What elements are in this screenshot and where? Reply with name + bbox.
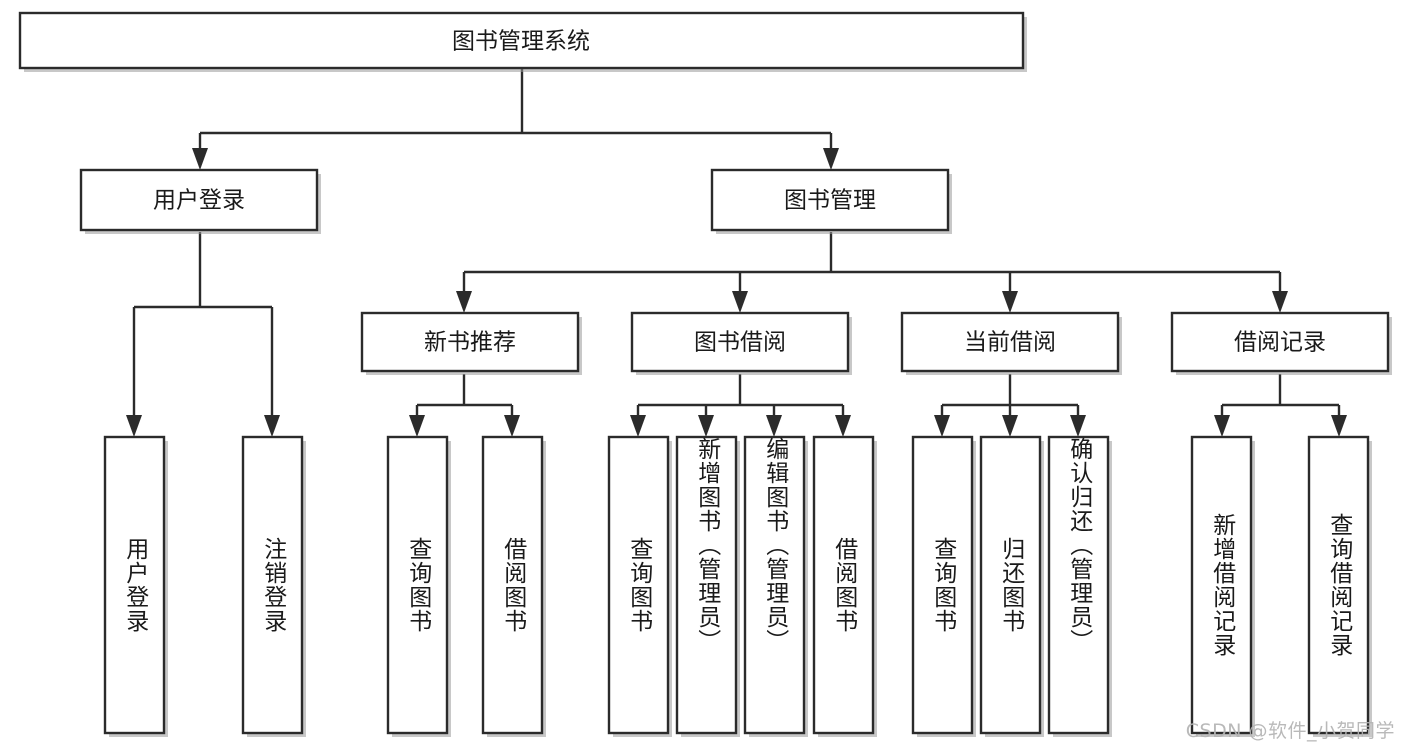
node-book-borrow-label: 图书借阅 bbox=[694, 330, 786, 356]
connector-group-root-to-level2 bbox=[192, 68, 839, 170]
node-new-book-rec-label: 新书推荐 bbox=[424, 330, 516, 356]
arrow-head-leaf-7 bbox=[766, 415, 782, 437]
arrow-head-leaf-4 bbox=[504, 415, 520, 437]
node-new-book-rec[interactable]: 新书推荐 bbox=[360, 311, 582, 375]
node-book-mgmt[interactable]: 图书管理 bbox=[710, 168, 952, 234]
arrow-head-current-borrow bbox=[1002, 291, 1018, 313]
connector-group-borrowrecord-to-leaves bbox=[1214, 374, 1347, 437]
node-user-login[interactable]: 用户登录 bbox=[79, 168, 321, 234]
node-borrow-record-box[interactable] bbox=[1170, 311, 1390, 373]
connector-group-newbookrec-to-leaves bbox=[409, 374, 520, 437]
node-user-login-box[interactable] bbox=[79, 168, 319, 232]
arrow-head-borrow-record bbox=[1272, 291, 1288, 313]
arrow-head-book-borrow bbox=[732, 291, 748, 313]
node-user-login-label: 用户登录 bbox=[153, 188, 245, 214]
leaf-7-box[interactable] bbox=[743, 435, 806, 735]
arrow-head-leaf-8 bbox=[835, 415, 851, 437]
node-book-borrow[interactable]: 图书借阅 bbox=[630, 311, 852, 375]
connector-group-user-login-to-leaves bbox=[126, 232, 280, 437]
connector-group-bookborrow-to-leaves bbox=[630, 374, 851, 437]
leaf-4-box[interactable] bbox=[481, 435, 544, 735]
node-borrow-record[interactable]: 借阅记录 bbox=[1170, 311, 1392, 375]
node-root-box[interactable] bbox=[18, 11, 1025, 70]
arrow-head-book-mgmt bbox=[823, 148, 839, 170]
connector-group-bookmgmt-to-level3 bbox=[456, 232, 1288, 313]
csdn-watermark: CSDN @软件_小贺同学 bbox=[1185, 720, 1395, 742]
arrow-head-leaf-1 bbox=[126, 415, 142, 437]
leaf-boxes bbox=[103, 435, 1372, 737]
node-root-label: 图书管理系统 bbox=[452, 29, 590, 55]
node-current-borrow[interactable]: 当前借阅 bbox=[900, 311, 1122, 375]
arrow-head-leaf-10 bbox=[1002, 415, 1018, 437]
node-current-borrow-label: 当前借阅 bbox=[964, 330, 1056, 356]
node-borrow-record-label: 借阅记录 bbox=[1234, 330, 1326, 356]
leaf-2-box[interactable] bbox=[241, 435, 304, 735]
leaf-11-box[interactable] bbox=[1047, 435, 1110, 735]
arrow-head-leaf-11 bbox=[1070, 415, 1086, 437]
arrow-head-leaf-12 bbox=[1214, 415, 1230, 437]
leaf-9-box[interactable] bbox=[911, 435, 974, 735]
leaf-5-box[interactable] bbox=[607, 435, 670, 735]
arrow-head-leaf-13 bbox=[1331, 415, 1347, 437]
leaf-8-box[interactable] bbox=[812, 435, 875, 735]
arrow-head-leaf-9 bbox=[934, 415, 950, 437]
leaf-12-box[interactable] bbox=[1190, 435, 1253, 735]
arrow-head-leaf-6 bbox=[698, 415, 714, 437]
connector-group-currentborrow-to-leaves bbox=[934, 374, 1086, 437]
node-book-borrow-box[interactable] bbox=[630, 311, 850, 373]
leaf-6-box[interactable] bbox=[675, 435, 738, 735]
node-root[interactable]: 图书管理系统 bbox=[18, 11, 1027, 72]
node-new-book-rec-box[interactable] bbox=[360, 311, 580, 373]
leaf-13-box[interactable] bbox=[1307, 435, 1370, 735]
leaf-10-box[interactable] bbox=[979, 435, 1042, 735]
node-current-borrow-box[interactable] bbox=[900, 311, 1120, 373]
leaf-3-box[interactable] bbox=[386, 435, 449, 735]
arrow-head-leaf-5 bbox=[630, 415, 646, 437]
node-book-mgmt-label: 图书管理 bbox=[784, 188, 876, 214]
arrow-head-new-book-rec bbox=[456, 291, 472, 313]
arrow-head-leaf-3 bbox=[409, 415, 425, 437]
arrow-head-user-login bbox=[192, 148, 208, 170]
leaf-1-box[interactable] bbox=[103, 435, 166, 735]
node-book-mgmt-box[interactable] bbox=[710, 168, 950, 232]
arrow-head-leaf-2 bbox=[264, 415, 280, 437]
